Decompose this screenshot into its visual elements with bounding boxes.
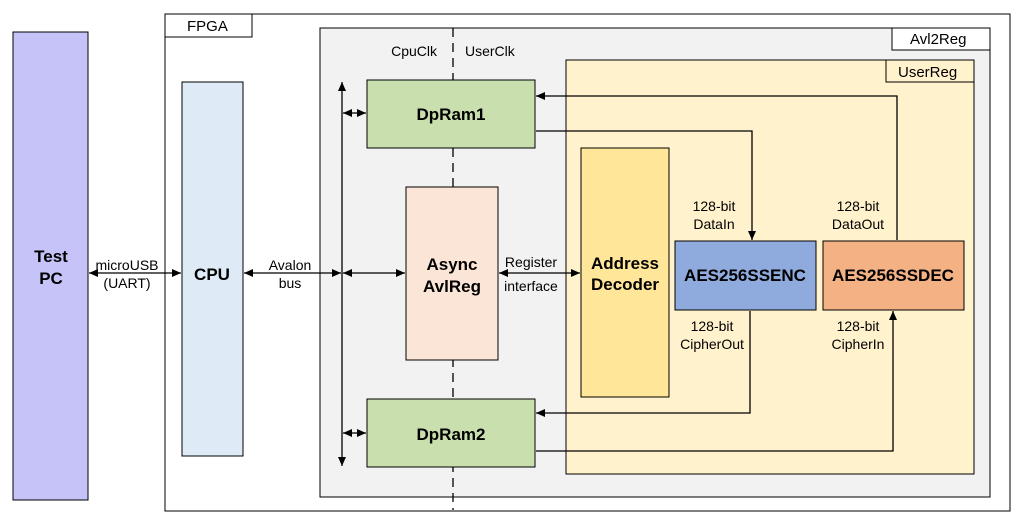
avalon-label-1: Avalon — [269, 257, 312, 273]
cipherout-label-2: CipherOut — [680, 336, 744, 352]
test-pc-block — [12, 31, 89, 501]
microusb-label-1: microUSB — [95, 257, 158, 273]
test-pc-label-1: Test — [34, 247, 68, 266]
userclk-label: UserClk — [465, 43, 516, 59]
avalon-label-2: bus — [279, 275, 302, 291]
microusb-label-2: (UART) — [103, 275, 150, 291]
cipherin-link — [536, 311, 897, 452]
cpu-block — [181, 81, 244, 457]
datain-label-1: 128-bit — [693, 198, 736, 214]
address-decoder-label-2: Decoder — [591, 275, 659, 294]
cipherin-label-1: 128-bit — [837, 318, 880, 334]
dpram1-block — [366, 79, 536, 149]
dpram2-label: DpRam2 — [417, 425, 486, 444]
cipherin-label-2: CipherIn — [832, 336, 885, 352]
datain-link — [536, 130, 756, 240]
aes256ssenc-label: AES256SSENC — [684, 266, 806, 285]
test-pc-label-2: PC — [39, 269, 63, 288]
address-decoder-label-1: Address — [591, 254, 659, 273]
async-avlreg-block — [405, 186, 499, 361]
fpga-tab — [164, 13, 253, 38]
dataout-label-2: DataOut — [832, 216, 884, 232]
avl2reg-label: Avl2Reg — [910, 31, 966, 48]
dataout-link — [536, 92, 898, 240]
aes256ssdec-label: AES256SSDEC — [832, 266, 954, 285]
async-avlreg-label-1: Async — [426, 255, 477, 274]
dpram1-label: DpRam1 — [417, 105, 486, 124]
cpuclk-label: CpuClk — [391, 43, 438, 59]
async-avlreg-label-2: AvlReg — [423, 277, 481, 296]
datain-label-2: DataIn — [693, 216, 734, 232]
avl2reg-tab — [891, 27, 991, 51]
userreg-tab — [885, 59, 975, 83]
fpga-label: FPGA — [187, 18, 228, 35]
cpu-label: CPU — [194, 265, 230, 284]
register-interface-label-1: Register — [505, 254, 557, 270]
aes256ssenc-block — [674, 240, 817, 311]
userreg-label: UserReg — [898, 64, 957, 81]
dpram2-block — [366, 398, 536, 468]
aes256ssdec-block — [822, 240, 965, 311]
register-interface-label-2: interface — [504, 278, 558, 294]
cipherout-link — [536, 311, 751, 417]
address-decoder-block — [580, 147, 670, 398]
dataout-label-1: 128-bit — [837, 198, 880, 214]
cipherout-label-1: 128-bit — [691, 318, 734, 334]
